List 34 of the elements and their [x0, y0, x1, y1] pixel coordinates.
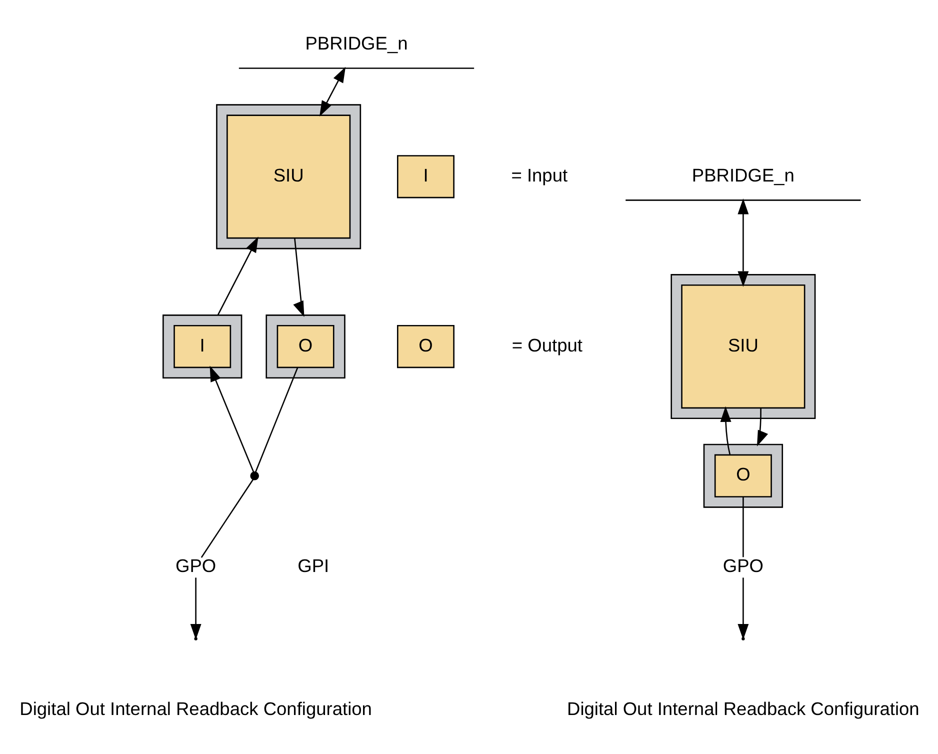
- label: Digital Out Internal Readback Configuration: [19, 698, 372, 719]
- node-text: PBRIDGE_n: [691, 164, 794, 186]
- arrow: [209, 365, 254, 472]
- cluster: [702, 443, 783, 508]
- cluster: [265, 314, 345, 378]
- node-box: I: [173, 324, 231, 368]
- node-box: I: [396, 154, 454, 198]
- node-text: PBRIDGE_n: [304, 32, 408, 54]
- arrow: [737, 577, 748, 640]
- arrow: [318, 66, 346, 116]
- label: = Output: [511, 334, 582, 355]
- node-circle: [250, 470, 259, 480]
- arrow: [756, 408, 768, 446]
- arrow: [216, 236, 258, 315]
- label: GPI: [297, 554, 329, 576]
- node-box: O: [714, 454, 772, 497]
- connector: [742, 496, 744, 557]
- node-box: SIU: [226, 114, 350, 238]
- arrow: [720, 406, 731, 454]
- arrow: [292, 238, 304, 316]
- connector: [200, 478, 254, 558]
- arrow: [737, 198, 748, 286]
- node-box: O: [276, 324, 334, 368]
- node-text: GPO: [722, 554, 763, 576]
- cluster: [216, 104, 361, 249]
- node-text: GPO: [175, 554, 216, 576]
- node-box: O: [396, 324, 454, 368]
- cluster: [162, 314, 242, 378]
- label: Digital Out Internal Readback Configuration: [566, 698, 919, 719]
- connector: [254, 366, 298, 472]
- cluster: [670, 274, 816, 419]
- label: = Input: [510, 164, 568, 186]
- node-box: SIU: [680, 284, 805, 408]
- arrow: [190, 577, 201, 640]
